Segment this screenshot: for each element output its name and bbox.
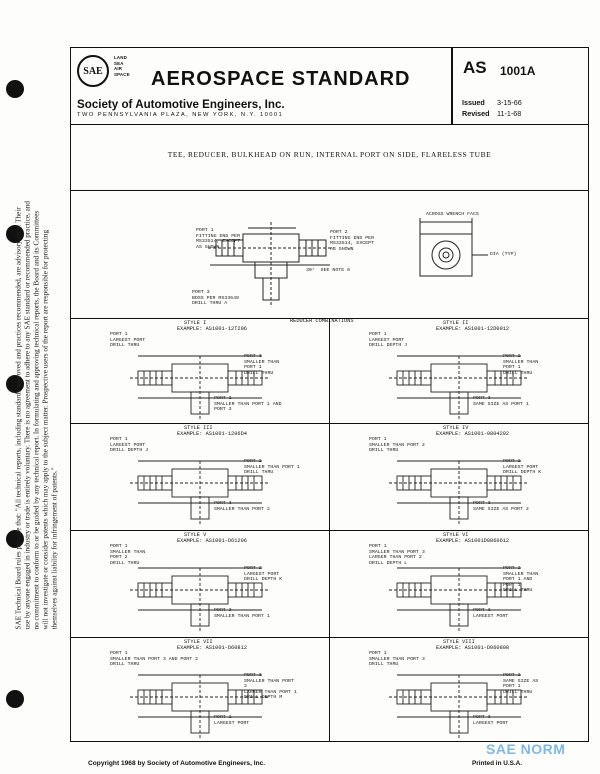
issued-label: Issued xyxy=(462,98,485,107)
port-callout: PORT 1 SMALLER THAN PORT 2 DRILL THRU xyxy=(110,544,146,566)
port2-callout: PORT 2 FITTING END PER MS33514, EXCEPT A… xyxy=(330,230,375,252)
sae-logo: SAE xyxy=(77,55,109,87)
style-example: EXAMPLE: AS1001D0860612 xyxy=(436,538,510,544)
style-example: EXAMPLE: AS1001-12D0012 xyxy=(436,326,510,332)
column-divider xyxy=(329,318,331,742)
revised-label: Revised xyxy=(462,109,490,118)
section-divider xyxy=(70,190,589,192)
port-callout: PORT 3 SAME SIZE AS PORT 2 xyxy=(473,501,529,512)
binder-hole xyxy=(6,80,24,98)
issued-date: 3-15-66 xyxy=(497,98,522,107)
style-title: STYLE VI xyxy=(443,532,469,538)
angle-note: 30° SEE NOTE 6 xyxy=(306,268,351,273)
document-heading: TEE, REDUCER, BULKHEAD ON RUN, INTERNAL … xyxy=(167,150,492,159)
style-title: STYLE IV xyxy=(443,425,469,431)
port-callout: PORT 2 LARGEST PORT xyxy=(214,715,250,726)
binder-hole xyxy=(6,225,24,243)
dia-label: DIA (TYP) xyxy=(490,252,517,257)
style-example: EXAMPLE: AS1001-D060808 xyxy=(436,645,510,651)
port-callout: PORT 3 LARGEST PORT xyxy=(473,608,509,619)
binder-hole xyxy=(6,530,24,548)
style-title: STYLE III xyxy=(184,425,213,431)
page-title: AEROSPACE STANDARD xyxy=(151,68,411,90)
port-callout: PORT 3 SMALLER THAN PORT 1 DRILL THRU xyxy=(244,354,280,376)
style-title: STYLE I xyxy=(184,320,207,326)
port-callout: PORT 1 LARGEST PORT DRILL THRU xyxy=(110,332,146,349)
across-wrench-label: ACROSS WRENCH FACS xyxy=(426,212,479,217)
style-title: STYLE II xyxy=(443,320,469,326)
port-callout: PORT 2 SMALLER THAN PORT 1 AND PORT 1 DR… xyxy=(503,566,539,594)
reducer-combinations-title: REDUCER COMBINATIONS xyxy=(290,318,354,324)
port3-callout: PORT 3 BOSS PER MS33649 DRILL THRU A xyxy=(192,290,239,307)
port-callout: PORT 1 SMALLER THAN PORT 3 DRILL THRU xyxy=(369,651,425,668)
port-callout: PORT 3 SAME SIZE AS PORT 1 xyxy=(473,396,529,407)
port-callout: PORT 2 SMALLER THAN PORT 1 DRILL THRU xyxy=(503,354,539,376)
port-callout: PORT 1 LARGEST PORT DRILL DEPTH J xyxy=(110,437,149,454)
style-example: EXAMPLE: AS1001-12T206 xyxy=(177,326,247,332)
port-callout: PORT 2 LARGEST PORT DRILL DEPTH K xyxy=(503,459,542,476)
revised-date: 11-1-68 xyxy=(497,109,522,118)
printed-notice: Printed in U.S.A. xyxy=(472,760,523,767)
style-example: EXAMPLE: AS1001-1206D4 xyxy=(177,431,247,437)
style-title: STYLE VII xyxy=(184,639,213,645)
port1-callout: PORT 1 FITTING END PER MS33514, EXCEPT A… xyxy=(196,228,241,250)
port-callout: PORT 2 SAME SIZE AS PORT 1 DRILL THRU xyxy=(503,673,539,695)
port-callout: PORT 2 SMALLER THAN PORT 1 AND PORT 3 xyxy=(214,396,282,413)
port-callout: PORT 1 SMALLER THAN PORT 2 DRILL THRU xyxy=(369,437,425,454)
port-callout: PORT 1 SMALLER THAN PORT 3 LARGER THAN P… xyxy=(369,544,425,566)
style-example: EXAMPLE: AS1001-0804292 xyxy=(436,431,510,437)
style-title: STYLE V xyxy=(184,532,207,538)
header-divider xyxy=(451,47,453,125)
organization-address: TWO PENNSYLVANIA PLAZA, NEW YORK, N.Y. 1… xyxy=(77,112,284,118)
copyright-notice: Copyright 1968 by Society of Automotive … xyxy=(88,760,266,767)
header-box xyxy=(70,47,589,125)
port-callout: PORT 2 LARGEST PORT DRILL DEPTH K xyxy=(244,566,283,583)
binder-hole xyxy=(6,690,24,708)
port-callout: PORT 2 SMALLER THAN PORT 1 DRILL THRU xyxy=(244,459,300,476)
port-callout: PORT 3 SMALLER THAN PORT 2 LARGER THAN P… xyxy=(244,673,297,701)
standard-number: 1001A xyxy=(500,64,536,78)
organization-name: Society of Automotive Engineers, Inc. xyxy=(77,98,285,111)
port-callout: PORT 3 LARGEST PORT xyxy=(473,715,509,726)
logo-caption: LAND SEA AIR SPACE xyxy=(114,55,130,77)
style-example: EXAMPLE: AS1001-D61206 xyxy=(177,538,247,544)
port-callout: PORT 3 SMALLER THAN PORT 1 xyxy=(214,608,270,619)
port-callout: PORT 3 SMALLER THAN PORT 2 xyxy=(214,501,270,512)
port-callout: PORT 1 LARGEST PORT DRILL DEPTH J xyxy=(369,332,408,349)
watermark: SAE NORM xyxy=(486,741,566,757)
standard-prefix: AS xyxy=(463,58,487,77)
binder-hole xyxy=(6,375,24,393)
style-title: STYLE VIII xyxy=(443,639,475,645)
port-callout: PORT 1 SMALLER THAN PORT 3 AND PORT 2 DR… xyxy=(110,651,199,668)
style-example: EXAMPLE: AS1001-D60812 xyxy=(177,645,247,651)
